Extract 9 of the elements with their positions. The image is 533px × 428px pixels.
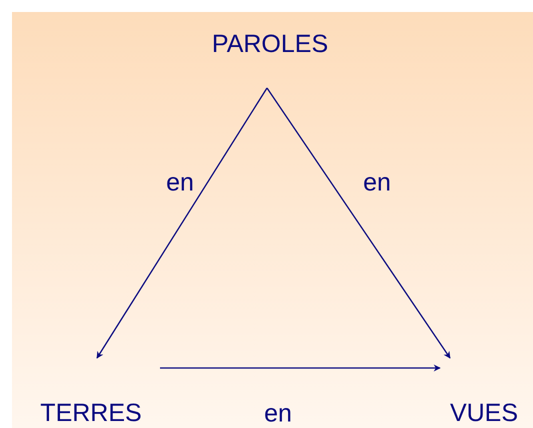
node-label: PAROLES bbox=[212, 30, 328, 59]
node-label: VUES bbox=[450, 399, 518, 428]
arrow bbox=[160, 364, 441, 372]
arrow bbox=[96, 88, 268, 359]
arrow bbox=[266, 88, 451, 359]
edge-label: en bbox=[363, 168, 391, 198]
edge-label: en bbox=[264, 400, 292, 428]
edge-label: en bbox=[166, 168, 194, 198]
node-label: TERRES bbox=[40, 399, 142, 428]
